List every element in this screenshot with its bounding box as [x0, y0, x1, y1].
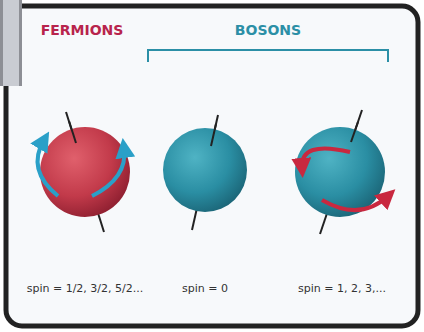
spin-axis-front: [351, 122, 358, 142]
boson-sphere: [163, 128, 247, 212]
spin-axis-front: [69, 121, 76, 143]
spin-axis-front: [211, 124, 216, 146]
boson-sphere: [295, 127, 385, 217]
spin-value: spin = 1/2, 3/2, 5/2...: [27, 282, 144, 295]
group-heading: FERMIONS: [41, 22, 124, 38]
group-heading: BOSONS: [235, 22, 301, 38]
spin-value: spin = 0: [182, 282, 228, 295]
rotation-arrow: [38, 140, 58, 196]
frame: [6, 6, 418, 326]
rotation-arrow: [92, 148, 124, 196]
boson-bracket: [148, 50, 388, 62]
book-spine-face: [3, 0, 19, 86]
fermion-sphere: [40, 127, 130, 217]
rotation-arrow: [302, 148, 350, 168]
book-spine: [0, 0, 22, 86]
spin-value: spin = 1, 2, 3,...: [298, 282, 386, 295]
rotation-arrow: [322, 196, 388, 210]
